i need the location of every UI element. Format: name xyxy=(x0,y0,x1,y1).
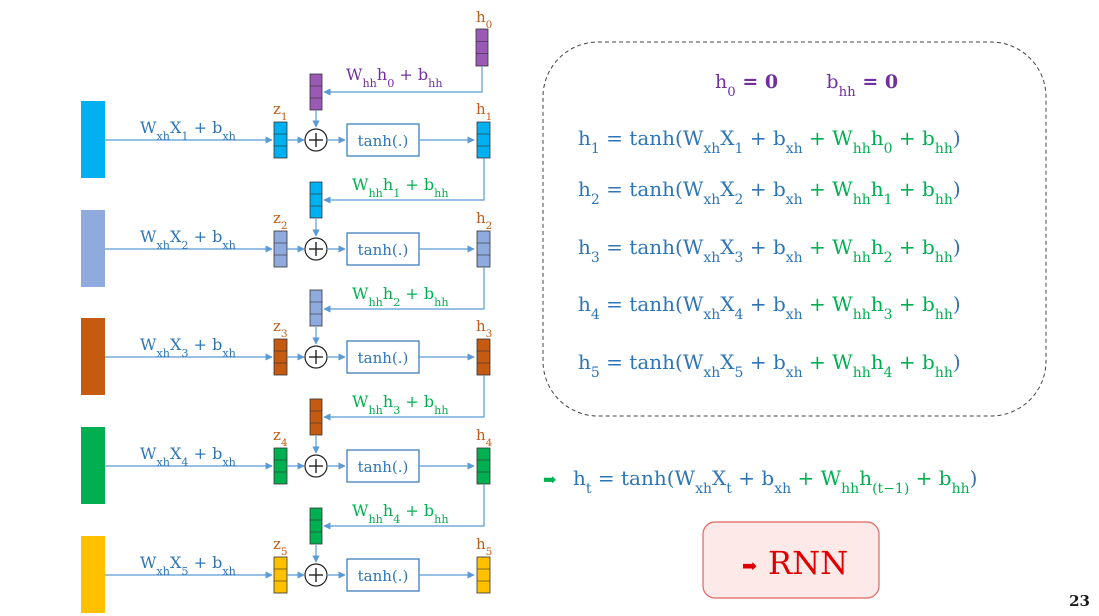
equation-h1: h1 = tanh(WxhX1 + bxh + Whhh0 + bhh) xyxy=(578,126,961,157)
h0-copy-vector xyxy=(309,73,323,111)
xterm-3: WxhX3 + bxh xyxy=(140,335,236,360)
recurrent-arrow-4 xyxy=(323,484,485,530)
tanh-label-3: tanh(.) xyxy=(358,349,409,367)
h2-copy-vector xyxy=(309,289,323,327)
h5-vector xyxy=(476,556,491,594)
recurrent-term-3: Whhh3 + bhh xyxy=(352,392,449,417)
xterm-1: WxhX1 + bxh xyxy=(140,118,236,143)
recurrent-arrow-1 xyxy=(323,158,485,204)
h1-copy-vector xyxy=(309,181,323,219)
h2-label: h2 xyxy=(476,209,492,232)
equation-h5: h5 = tanh(WxhX5 + bxh + Whhh4 + bhh) xyxy=(578,350,961,381)
h1-vector xyxy=(476,121,491,159)
recurrent-term-4: Whhh4 + bhh xyxy=(352,501,449,526)
z2-vector xyxy=(273,230,288,268)
equations-box xyxy=(542,41,1047,417)
rnn-box xyxy=(702,521,880,599)
input-x2-bar xyxy=(81,210,105,287)
add-node-4 xyxy=(304,454,328,478)
tanh-box-2: tanh(.) xyxy=(346,232,420,266)
h0-label: h0 xyxy=(476,8,492,31)
z2-label: z2 xyxy=(273,209,288,232)
input-x4-bar xyxy=(81,427,105,504)
z5-vector xyxy=(273,556,288,594)
rnn-arrow-icon: ➡ xyxy=(742,556,757,577)
recurrent-term-1: Whhh1 + bhh xyxy=(352,175,449,200)
recurrent-arrow-3 xyxy=(323,375,485,421)
recurrent-term-2: Whhh2 + bhh xyxy=(352,284,449,309)
h4-vector xyxy=(476,447,491,485)
h3-copy-vector xyxy=(309,398,323,436)
h0-vector xyxy=(475,28,489,67)
equation-h4: h4 = tanh(WxhX4 + bxh + Whhh3 + bhh) xyxy=(578,292,961,323)
h0-term: Whhh0 + bhh xyxy=(346,65,443,90)
tanh-box-5: tanh(.) xyxy=(346,558,420,592)
z4-vector xyxy=(273,447,288,485)
tanh-label-2: tanh(.) xyxy=(358,241,409,259)
input-x5-bar xyxy=(81,536,105,613)
add-node-3 xyxy=(304,345,328,369)
add-node-5 xyxy=(304,563,328,587)
h2-vector xyxy=(476,230,491,268)
general-arrow-icon: ➡ xyxy=(543,470,556,489)
recurrent-arrow-2 xyxy=(323,267,485,313)
tanh-label-1: tanh(.) xyxy=(358,132,409,150)
rnn-label: RNN xyxy=(768,544,848,582)
h4-label: h4 xyxy=(476,426,493,449)
input-x1-bar xyxy=(81,101,105,178)
equation-h2: h2 = tanh(WxhX2 + bxh + Whhh1 + bhh) xyxy=(578,177,961,208)
tanh-box-3: tanh(.) xyxy=(346,340,420,374)
z5-label: z5 xyxy=(273,535,288,558)
input-x3-bar xyxy=(81,318,105,395)
tanh-label-5: tanh(.) xyxy=(358,567,409,585)
init-conditions: h0 = 0 bhh = 0 xyxy=(715,71,898,100)
z3-vector xyxy=(273,338,288,376)
z1-label: z1 xyxy=(273,100,288,123)
page-number: 23 xyxy=(1069,592,1090,610)
tanh-label-4: tanh(.) xyxy=(358,458,409,476)
tanh-box-1: tanh(.) xyxy=(346,123,420,157)
add-node-2 xyxy=(304,237,328,261)
h4-copy-vector xyxy=(309,507,323,545)
equation-h3: h3 = tanh(WxhX3 + bxh + Whhh2 + bhh) xyxy=(578,235,961,266)
h0-arrow xyxy=(323,66,483,96)
h1-label: h1 xyxy=(476,100,492,123)
xterm-5: WxhX5 + bxh xyxy=(140,553,236,578)
h3-vector xyxy=(476,338,491,376)
general-equation: ht = tanh(WxhXt + bxh + Whhh(t−1) + bhh) xyxy=(573,466,977,497)
xterm-4: WxhX4 + bxh xyxy=(140,444,236,469)
tanh-box-4: tanh(.) xyxy=(346,449,420,483)
z3-label: z3 xyxy=(273,317,288,340)
h3-label: h3 xyxy=(476,317,492,340)
h5-label: h5 xyxy=(476,535,492,558)
z4-label: z4 xyxy=(273,426,288,449)
z1-vector xyxy=(273,121,288,159)
add-node-1 xyxy=(304,128,328,152)
xterm-2: WxhX2 + bxh xyxy=(140,227,236,252)
